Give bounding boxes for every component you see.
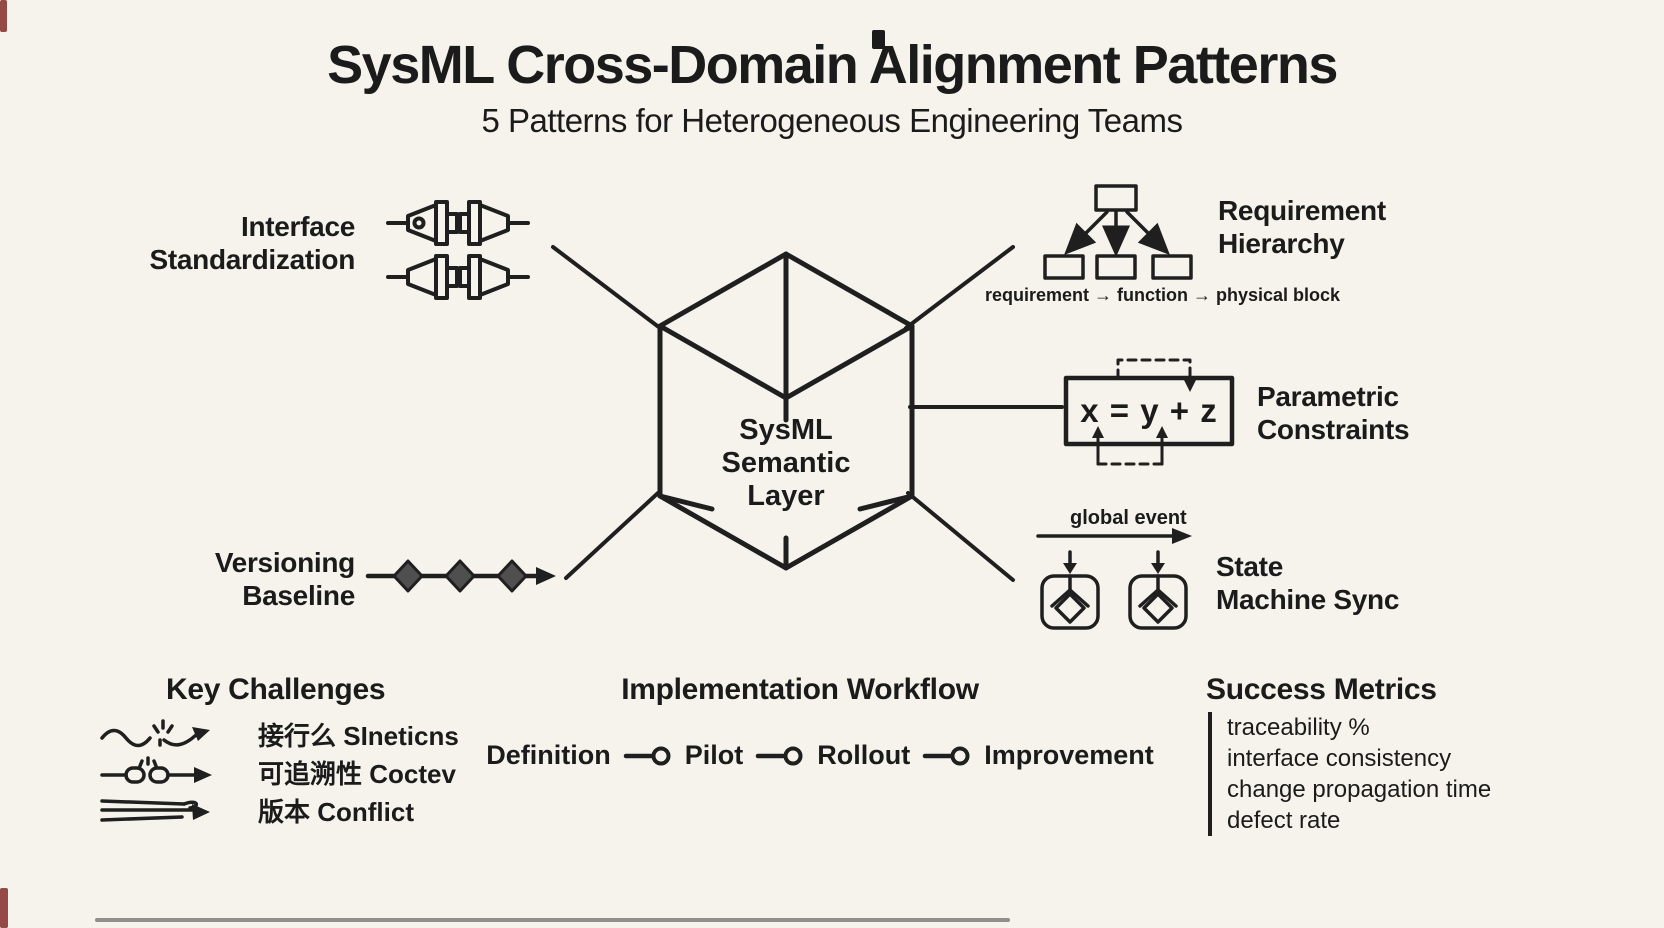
global-event-arrow (1036, 528, 1192, 544)
connector-pair-icon (386, 200, 530, 246)
pattern-label-requirement-hierarchy: Requirement Hierarchy (1218, 195, 1386, 260)
requirement-tree-icon (1043, 184, 1193, 280)
paper-edge-artifact (0, 888, 8, 928)
constraint-box-icon (1063, 358, 1235, 466)
metric-item: interface consistency (1227, 745, 1452, 772)
ink-blot-artifact (872, 30, 885, 49)
workflow-step: Improvement (984, 740, 1154, 770)
pattern-label-interface-standardization: Interface Standardization (149, 211, 355, 276)
paper-edge-artifact (95, 918, 1010, 922)
state-machine-icon (1128, 550, 1188, 630)
workflow-steps: Definition Pilot Rollout Improvement (480, 740, 1160, 771)
connector-pair-icon (386, 254, 530, 300)
broken-chain-arrow-icon (100, 756, 212, 784)
key-challenges-title: Key Challenges (166, 673, 386, 706)
step-connector-icon (922, 746, 970, 765)
state-machine-icon (1040, 550, 1100, 630)
step-connector-icon (623, 746, 671, 765)
key-challenge-item: 版本 Conflict (258, 797, 414, 827)
metric-item: traceability % (1227, 714, 1370, 741)
cube-label: SysML Semantic Layer (721, 414, 851, 513)
page-subtitle: 5 Patterns for Heterogeneous Engineering… (481, 102, 1183, 139)
step-connector-icon (755, 746, 803, 765)
global-event-caption: global event (1070, 507, 1187, 529)
semantic-layer-cube-icon (657, 251, 915, 571)
implementation-workflow-title: Implementation Workflow (621, 673, 979, 706)
workflow-step: Rollout (817, 740, 911, 770)
constraint-formula: x = y + z (1080, 392, 1218, 429)
signal-break-arrow-icon (100, 719, 210, 748)
metric-item: defect rate (1227, 807, 1341, 834)
workflow-step: Definition (486, 740, 611, 770)
page-title: SysML Cross-Domain Alignment Patterns (327, 35, 1338, 95)
metric-item: change propagation time (1227, 776, 1492, 803)
key-challenge-item: 接行么 SIneticns (258, 721, 459, 751)
success-metrics-list: traceability % interface consistency cha… (1208, 712, 1491, 836)
requirement-flow-caption: requirement → function → physical block (985, 285, 1341, 305)
success-metrics-title: Success Metrics (1206, 673, 1437, 706)
merging-lines-arrow-icon (100, 799, 210, 822)
pattern-label-parametric-constraints: Parametric Constraints (1257, 381, 1410, 446)
paper-edge-artifact (0, 0, 7, 32)
pattern-label-state-machine-sync: State Machine Sync (1216, 551, 1400, 616)
pattern-label-versioning-baseline: Versioning Baseline (214, 547, 355, 612)
workflow-step: Pilot (684, 740, 744, 770)
baseline-diamond-timeline-icon (365, 559, 556, 593)
key-challenge-item: 可追溯性 Coctev (258, 759, 456, 789)
